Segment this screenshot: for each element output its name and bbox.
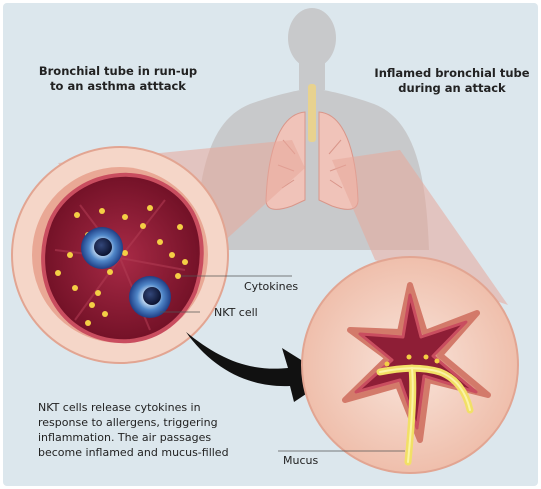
mucus-label: Mucus <box>283 454 319 467</box>
mucus-strand <box>376 364 474 466</box>
right-zoom-funnel <box>332 150 508 305</box>
left-title: Bronchial tube in run-up to an asthma at… <box>38 64 198 93</box>
right-cytokine-dots <box>384 354 440 367</box>
right-title: Inflamed bronchial tube during an attack <box>374 66 530 95</box>
curved-arrow-icon <box>186 332 330 402</box>
nkt-cell-upper <box>81 227 123 269</box>
nkt-cell-label: NKT cell <box>214 306 258 319</box>
cytokines-label: Cytokines <box>244 280 299 293</box>
nkt-cell-lower <box>129 276 171 318</box>
caption-text: NKT cells release cytokines in response … <box>38 401 229 459</box>
trachea <box>308 84 316 142</box>
